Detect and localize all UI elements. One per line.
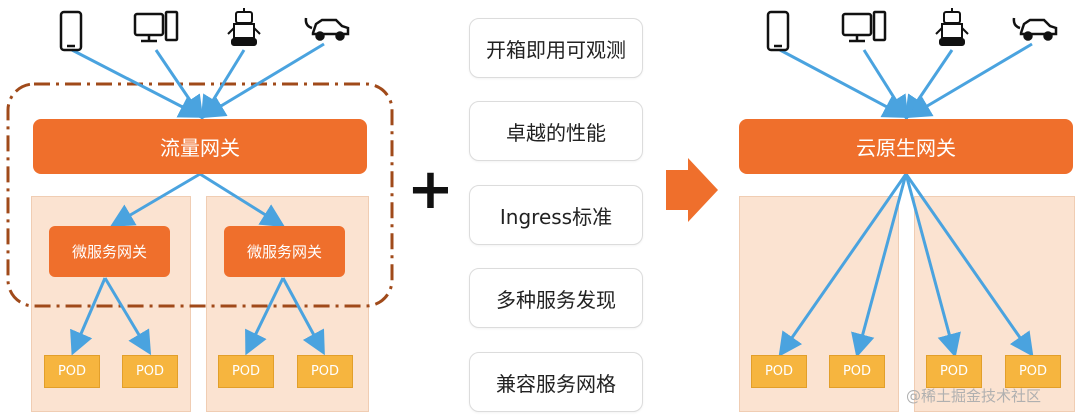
pod: POD — [1005, 355, 1061, 388]
robot-icon — [227, 8, 261, 46]
arrow-client-to-gateway — [906, 42, 1033, 119]
arrow-microgateway-to-pod — [281, 277, 325, 356]
cloud-native-gateway: 云原生网关 — [739, 119, 1073, 174]
microservice-gateway: 微服务网关 — [224, 226, 345, 277]
arrow-gateway-to-microgateway — [199, 172, 286, 228]
phone-icon — [59, 10, 83, 52]
arrow-client-to-gateway — [154, 49, 204, 120]
arrow-client-to-gateway — [779, 48, 908, 118]
electric-car-icon — [1012, 17, 1058, 41]
arrow-microgateway-to-pod — [70, 277, 107, 356]
arrow-client-to-gateway — [200, 42, 325, 119]
arrow-microgateway-to-pod — [103, 277, 152, 356]
pod: POD — [44, 355, 100, 388]
arrow-client-to-gateway — [71, 48, 204, 118]
feature-item: Ingress标准 — [469, 185, 643, 245]
pod: POD — [751, 355, 807, 388]
desktop-computer-icon — [133, 10, 179, 43]
traffic-gateway: 流量网关 — [33, 119, 367, 174]
phone-icon — [766, 10, 790, 52]
arrow-gateway-to-pod — [778, 173, 908, 357]
watermark: @稀土掘金技术社区 — [906, 387, 1042, 405]
feature-item: 卓越的性能 — [469, 101, 643, 161]
plus-symbol: + — [407, 157, 454, 222]
transition-arrow-icon — [666, 158, 718, 222]
electric-car-icon — [304, 17, 350, 41]
pod: POD — [297, 355, 353, 388]
arrow-gateway-to-pod — [904, 173, 961, 358]
pod: POD — [829, 355, 885, 388]
arrow-client-to-gateway — [862, 49, 909, 121]
arrow-microgateway-to-pod — [245, 277, 285, 356]
pod: POD — [218, 355, 274, 388]
microservice-gateway: 微服务网关 — [49, 226, 170, 277]
arrow-gateway-to-microgateway — [109, 172, 201, 228]
feature-item: 多种服务发现 — [469, 268, 643, 328]
feature-item: 兼容服务网格 — [469, 352, 643, 412]
feature-item: 开箱即用可观测 — [469, 18, 643, 78]
arrow-gateway-to-pod — [851, 173, 908, 358]
robot-icon — [935, 8, 969, 46]
pod: POD — [122, 355, 178, 388]
pod: POD — [926, 355, 982, 388]
arrow-gateway-to-pod — [904, 173, 1034, 357]
desktop-computer-icon — [841, 10, 887, 43]
gateway-scope-boundary — [6, 82, 394, 308]
